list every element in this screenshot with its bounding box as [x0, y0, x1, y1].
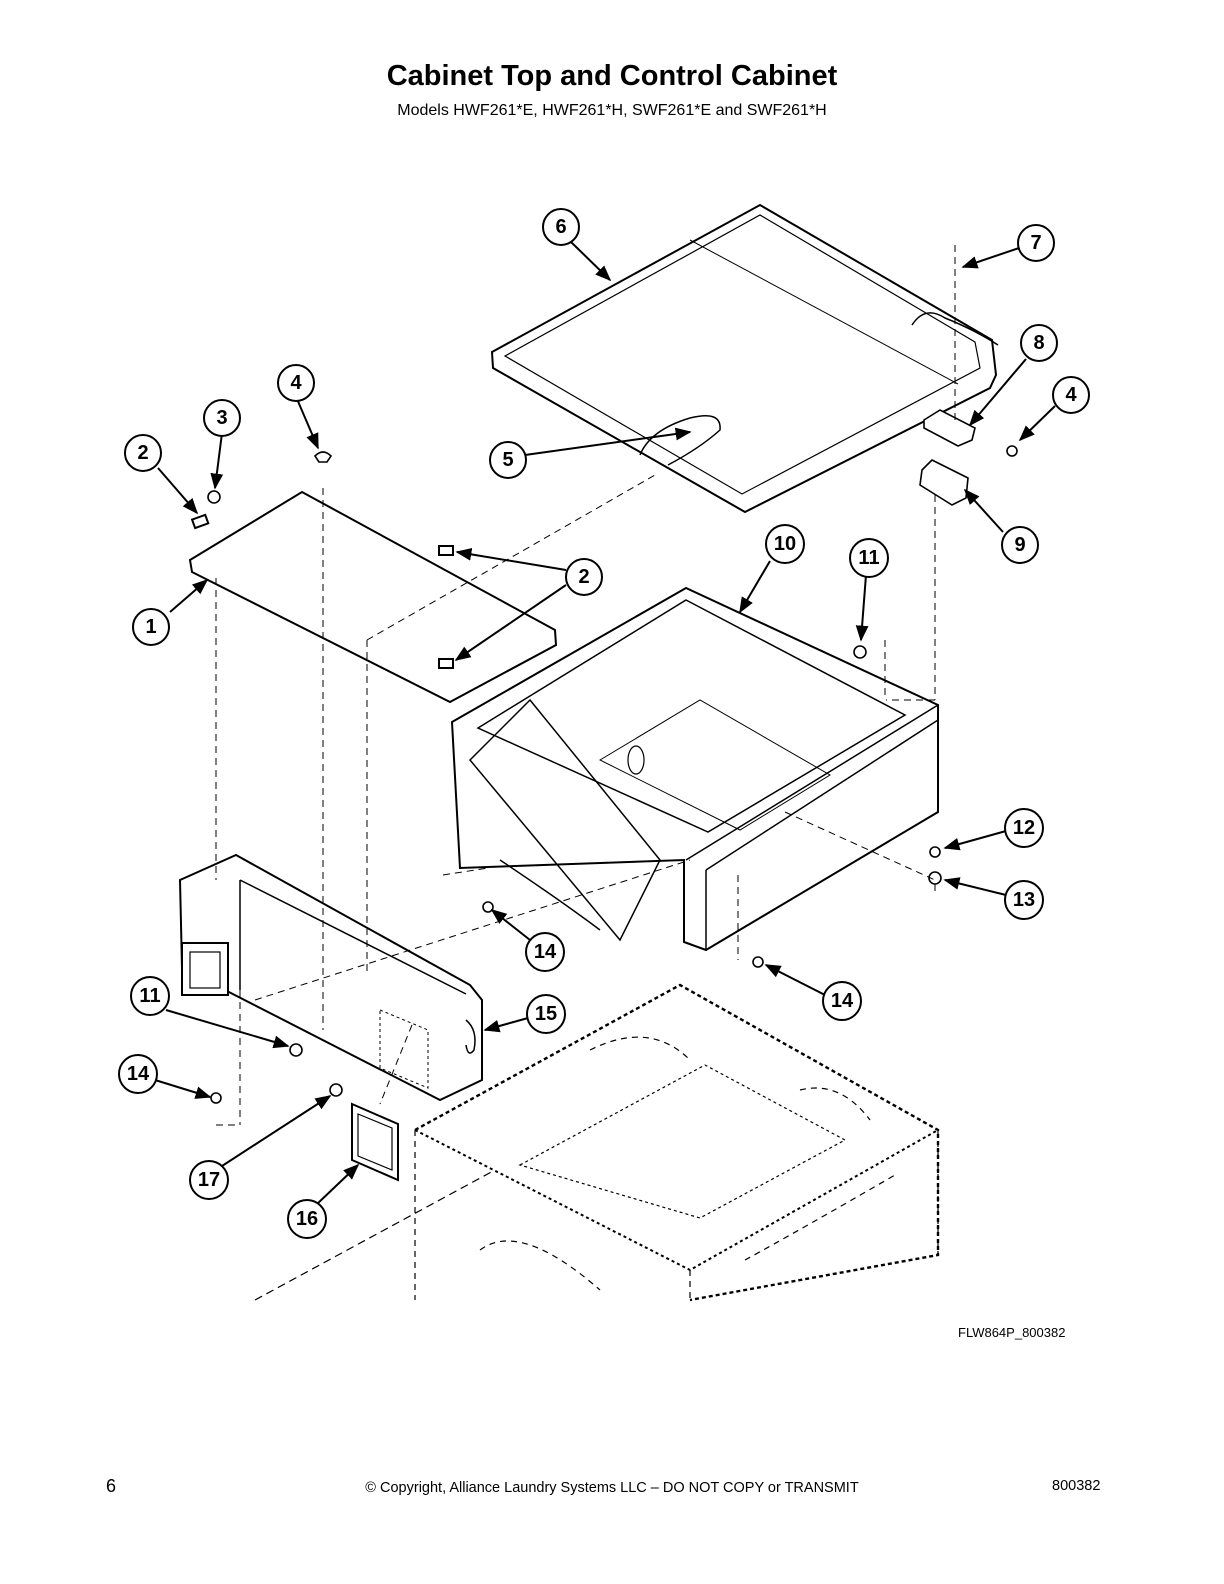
lower-cabinet-outline — [254, 983, 940, 1302]
svg-text:2: 2 — [578, 566, 589, 588]
callout-2: 2 — [124, 434, 162, 472]
control-cabinet-part — [178, 853, 483, 1102]
callout-3: 3 — [203, 399, 241, 437]
svg-text:14: 14 — [534, 941, 557, 963]
svg-text:10: 10 — [774, 533, 796, 555]
overlay-part — [351, 1102, 399, 1182]
svg-text:9: 9 — [1014, 534, 1025, 556]
callout-17: 17 — [189, 1160, 229, 1200]
callout-14: 14 — [822, 981, 862, 1021]
page-title: Cabinet Top and Control Cabinet — [386, 60, 838, 92]
callout-14: 14 — [525, 932, 565, 972]
callout-12: 12 — [1004, 808, 1044, 848]
svg-text:13: 13 — [1013, 889, 1035, 911]
svg-text:7: 7 — [1030, 232, 1041, 254]
callout-14: 14 — [118, 1054, 158, 1094]
alignment-lines — [215, 245, 956, 1126]
page-number: 6 — [106, 1476, 117, 1496]
callout-2: 2 — [565, 558, 603, 596]
callout-1: 1 — [132, 608, 170, 646]
callout-10: 10 — [765, 524, 805, 564]
svg-text:15: 15 — [535, 1003, 557, 1025]
document-number: 800382 — [1052, 1478, 1101, 1494]
svg-text:11: 11 — [858, 547, 879, 569]
callout-5: 5 — [489, 441, 527, 479]
copyright-notice: © Copyright, Alliance Laundry Systems LL… — [365, 1480, 859, 1496]
callout-11: 11 — [130, 976, 170, 1016]
svg-text:6: 6 — [555, 216, 566, 238]
svg-text:8: 8 — [1033, 332, 1044, 354]
svg-text:4: 4 — [290, 372, 302, 394]
svg-text:2: 2 — [137, 442, 148, 464]
callouts: 1 2 3 4 2 4 5 6 7 8 9 10 11 11 12 13 14 … — [118, 208, 1090, 1239]
leader-lines — [154, 241, 1056, 1206]
top-panel-part — [188, 490, 558, 704]
callout-11: 11 — [849, 538, 889, 578]
callout-4: 4 — [1052, 376, 1090, 414]
svg-text:17: 17 — [198, 1169, 220, 1191]
callout-8: 8 — [1020, 324, 1058, 362]
svg-text:1: 1 — [145, 616, 156, 638]
callout-6: 6 — [542, 208, 580, 246]
svg-text:3: 3 — [216, 407, 227, 429]
svg-text:11: 11 — [139, 985, 160, 1007]
svg-text:12: 12 — [1013, 817, 1035, 839]
drawing-code: FLW864P_800382 — [958, 1325, 1066, 1340]
svg-text:5: 5 — [502, 449, 513, 471]
svg-text:14: 14 — [831, 990, 854, 1012]
callout-9: 9 — [1001, 526, 1039, 564]
svg-text:14: 14 — [127, 1063, 150, 1085]
callout-7: 7 — [1017, 224, 1055, 262]
callout-16: 16 — [287, 1199, 327, 1239]
callout-15: 15 — [526, 994, 566, 1034]
svg-text:4: 4 — [1065, 384, 1077, 406]
callout-4: 4 — [277, 364, 315, 402]
svg-text:16: 16 — [296, 1208, 318, 1230]
cabinet-frame-part — [450, 586, 939, 952]
cabinet-top-part — [490, 203, 999, 514]
page-subtitle: Models HWF261*E, HWF261*H, SWF261*E and … — [397, 102, 827, 119]
callout-13: 13 — [1004, 880, 1044, 920]
